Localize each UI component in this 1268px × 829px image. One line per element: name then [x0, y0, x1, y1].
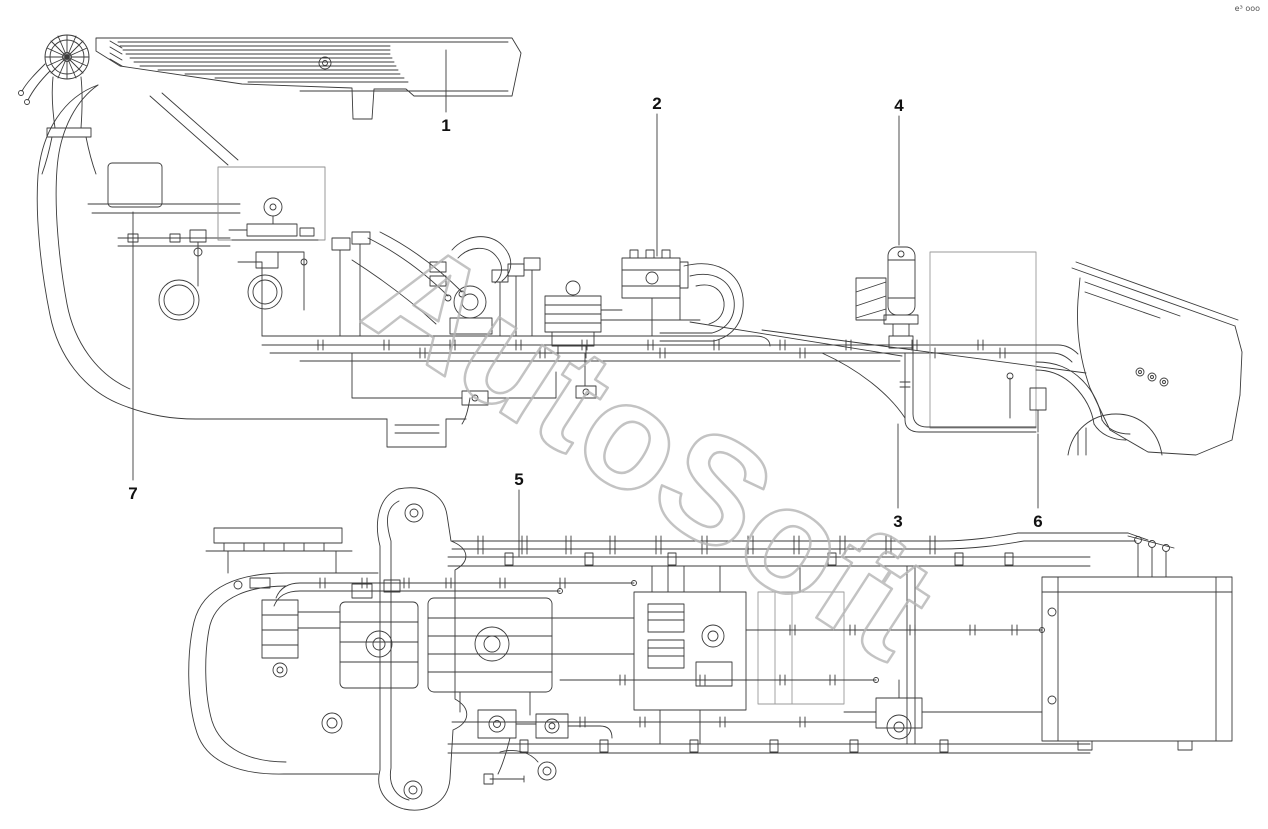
right-frame-box	[929, 251, 1037, 429]
callout-3[interactable]: 3	[893, 423, 903, 531]
bv-left-cluster	[261, 579, 553, 716]
motor-left	[429, 236, 512, 425]
rear-pump	[843, 679, 923, 740]
front-body	[36, 84, 467, 448]
elbow-hoses	[659, 261, 744, 342]
top-view	[18, 34, 1243, 456]
bv-below-rail	[477, 709, 613, 785]
rear-subframe	[757, 591, 845, 705]
hose-reel	[18, 34, 97, 175]
callout-5-label[interactable]: 5	[514, 470, 523, 489]
bv-front-body	[188, 527, 379, 775]
air-tank	[855, 246, 919, 349]
callout-6[interactable]: 6	[1033, 433, 1043, 531]
engine-block-top	[544, 280, 602, 359]
callout-1[interactable]: 1	[441, 49, 451, 135]
cab-pipes	[117, 229, 231, 287]
corner-mark: e³ ooo	[1235, 4, 1260, 13]
callout-5[interactable]: 5	[514, 470, 524, 557]
callout-7-label[interactable]: 7	[128, 484, 137, 503]
mid-hydraulics	[237, 231, 701, 337]
rear-pipes	[899, 344, 1079, 433]
callout-2[interactable]: 2	[652, 94, 662, 257]
gauge-frame	[217, 166, 326, 241]
callout-6-label[interactable]: 6	[1033, 512, 1042, 531]
boom	[95, 37, 522, 120]
center-manifold	[551, 565, 747, 745]
callout-4-label[interactable]: 4	[894, 96, 904, 115]
callouts: 1 2 3 4 5 6 7	[128, 49, 1043, 557]
bottom-view	[188, 487, 1233, 811]
callout-7[interactable]: 7	[128, 211, 138, 503]
callout-3-label[interactable]: 3	[893, 512, 902, 531]
bv-pipes	[273, 532, 1149, 728]
callout-4[interactable]: 4	[894, 96, 904, 246]
callout-2-label[interactable]: 2	[652, 94, 661, 113]
rear-fender	[1035, 261, 1243, 456]
hydraulic-tank	[1041, 535, 1233, 751]
callout-1-label[interactable]: 1	[441, 116, 450, 135]
pump-valve-block	[621, 249, 681, 299]
